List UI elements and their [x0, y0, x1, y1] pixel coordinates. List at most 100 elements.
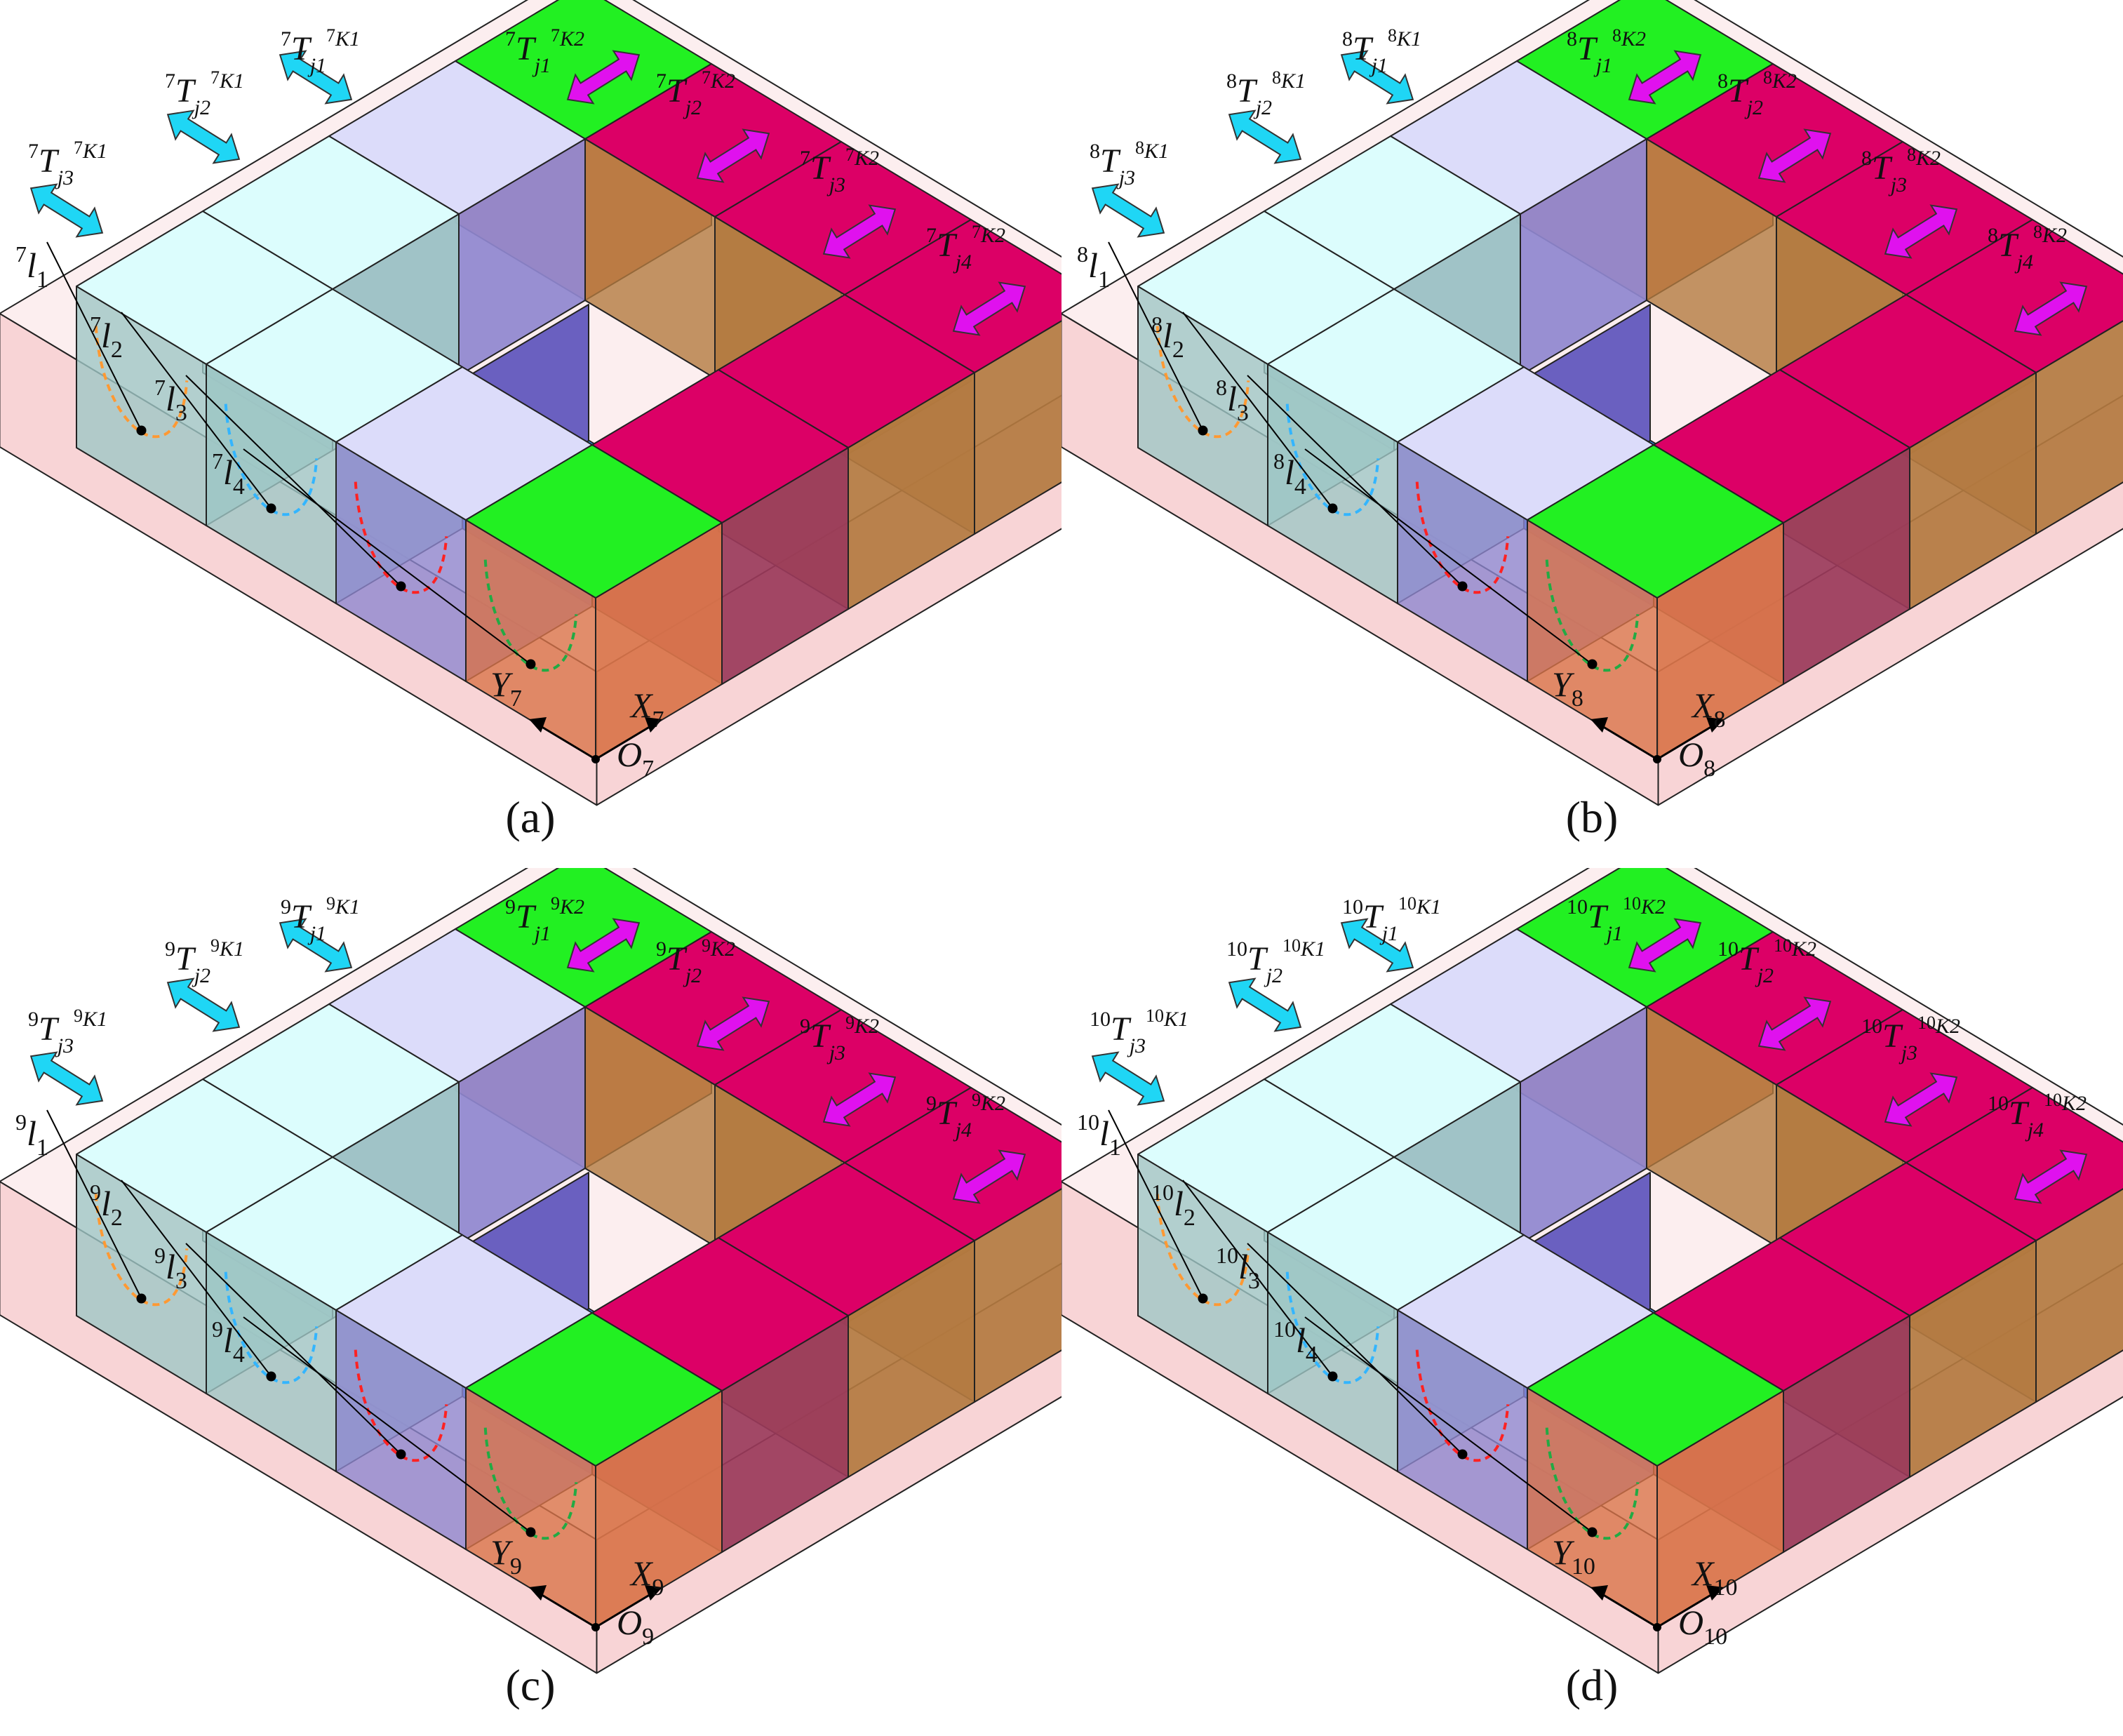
- arrow-k1-2-shape: [166, 109, 241, 164]
- origin-label: O10: [1678, 1603, 1727, 1650]
- cell-green-2-top-face: [465, 1312, 723, 1467]
- cell-label-4: 8l4: [1273, 448, 1306, 500]
- cell-label-1: 8l1: [1077, 241, 1110, 293]
- cell-leader-4: [1304, 1316, 1593, 1533]
- arrow-k1-2: [166, 977, 241, 1032]
- arrow-k1-2: [1228, 977, 1302, 1032]
- subfigure-label-d: (d): [1565, 1660, 1619, 1710]
- arrow-k2-3: [822, 204, 897, 259]
- arrow-k1-2-shape: [1228, 109, 1302, 164]
- arrow-k1-3-shape: [29, 183, 104, 238]
- arrow-k2-1-shape: [566, 918, 641, 973]
- axis-x-label: X10: [1691, 1554, 1738, 1601]
- arrow-k1-3: [1091, 183, 1165, 238]
- cell-green-2-top-face: [1527, 444, 1784, 599]
- arrow-k1-2-shape: [166, 977, 241, 1032]
- axis-y-arrowhead: [1590, 717, 1608, 733]
- cell-label-1: 9l1: [15, 1109, 48, 1161]
- axis-y-label: Y9: [490, 1533, 522, 1580]
- axis-y-label: Y8: [1552, 665, 1583, 712]
- axis-x-arrowhead: [645, 1585, 662, 1601]
- cell-green-2-top-face: [465, 444, 723, 599]
- cell-leader-4: [243, 448, 532, 665]
- curve-2: [224, 1271, 319, 1384]
- arrow-k2-1: [566, 50, 641, 105]
- arrow-k2-4-shape: [2014, 1149, 2088, 1204]
- arrow-k2-label-3: 8Tj38K2: [1861, 145, 1941, 196]
- subfigure-label-b: (b): [1565, 792, 1619, 842]
- curve-1: [1156, 326, 1250, 439]
- arrow-k1-3: [1091, 1051, 1165, 1106]
- cell-label-3: 10l3: [1216, 1243, 1260, 1294]
- axis-x-line: [595, 724, 652, 761]
- arrow-k1-1: [1340, 918, 1414, 973]
- cell-label-2: 8l2: [1151, 312, 1184, 363]
- curve-1: [94, 1194, 189, 1307]
- curve-4: [1545, 559, 1640, 672]
- curve-1: [1156, 1194, 1250, 1307]
- cell-leader-3: [1247, 1243, 1464, 1455]
- arrow-k2-1: [566, 918, 641, 973]
- cell-green-2-top-face: [1527, 1312, 1784, 1467]
- cell-label-1: 7l1: [15, 241, 48, 293]
- arrow-k2-label-3: 7Tj37K2: [800, 145, 879, 196]
- cell-label-3: 9l3: [154, 1243, 187, 1294]
- arrow-k1-3: [29, 1051, 104, 1106]
- arrow-k2-label-4: 9Tj49K2: [926, 1090, 1005, 1142]
- arrow-k2-2-shape: [1757, 996, 1832, 1051]
- arrow-k2-2: [1757, 996, 1832, 1051]
- cell-leader-3: [185, 1243, 402, 1455]
- arrow-k2-label-3: 9Tj39K2: [800, 1013, 879, 1064]
- arrow-k1-1: [1340, 50, 1414, 105]
- cell-leader-1: [46, 241, 142, 431]
- cell-label-3: 8l3: [1216, 375, 1249, 426]
- cell-leader-4: [1304, 448, 1593, 665]
- arrow-k2-2-shape: [1757, 128, 1832, 183]
- arrow-k2-4-shape: [952, 1149, 1026, 1204]
- axis-x-line: [1656, 1592, 1714, 1629]
- origin-label: O7: [617, 735, 654, 782]
- curve-2: [1285, 403, 1380, 516]
- arrow-k2-2: [696, 128, 770, 183]
- axis-x-label: X7: [629, 686, 664, 733]
- arrow-k2-3-shape: [1884, 1072, 1958, 1127]
- curve-3: [1415, 1349, 1510, 1462]
- arrow-k2-3-shape: [822, 1072, 897, 1127]
- arrow-k1-3: [29, 183, 104, 238]
- cell-leader-3: [185, 375, 402, 587]
- arrow-k2-label-1: 10Tj110K2: [1567, 893, 1666, 945]
- axis-x-line: [1656, 724, 1714, 761]
- arrow-k1-label-2: 8Tj28K1: [1226, 67, 1306, 119]
- arrow-k1-label-2: 9Tj29K1: [165, 935, 244, 987]
- axis-y-line: [539, 1592, 596, 1629]
- cell-label-3: 7l3: [154, 375, 187, 426]
- curve-4: [483, 1427, 578, 1540]
- cell-leader-2: [121, 312, 272, 509]
- curve-4: [1545, 1427, 1640, 1540]
- curve-3: [354, 481, 448, 594]
- cell-leader-2: [1182, 1180, 1334, 1377]
- axis-y-line: [539, 724, 596, 761]
- cell-leader-4: [243, 1316, 532, 1533]
- axis-x-arrowhead: [645, 717, 662, 733]
- axis-y-label: Y7: [490, 665, 522, 712]
- arrow-k2-1-shape: [566, 50, 641, 105]
- arrow-k1-label-1: 8Tj18K1: [1342, 25, 1421, 77]
- arrow-k1-2: [1228, 109, 1302, 164]
- subfigure-label-c: (c): [505, 1660, 556, 1710]
- curve-2: [1285, 1271, 1380, 1384]
- arrow-k2-4: [2014, 1149, 2088, 1204]
- cell-leader-2: [1182, 312, 1334, 509]
- axis-x-arrowhead: [1706, 1585, 1724, 1601]
- arrow-k1-1-shape: [1340, 918, 1414, 973]
- arrow-k1-label-1: 7Tj17K1: [281, 25, 360, 77]
- arrow-k2-label-1: 7Tj17K2: [505, 25, 584, 77]
- axis-x-arrowhead: [1706, 717, 1724, 733]
- arrow-k2-2: [696, 996, 770, 1051]
